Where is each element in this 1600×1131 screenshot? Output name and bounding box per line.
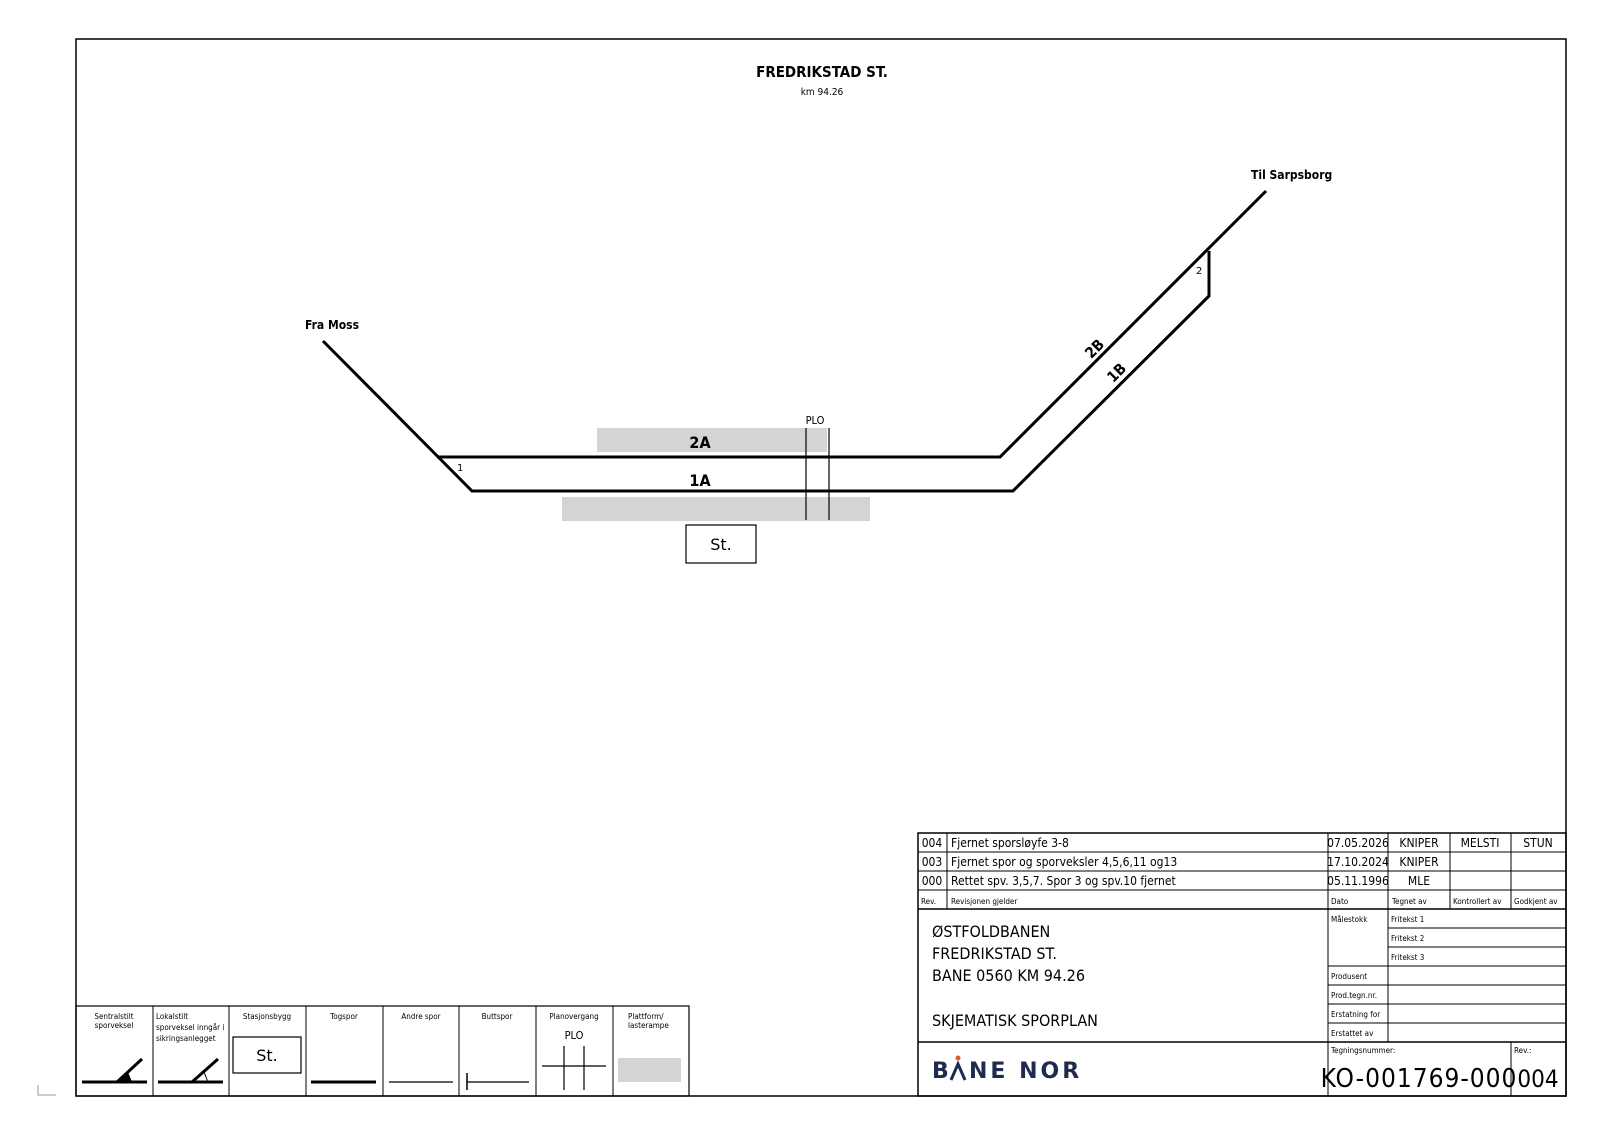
legend-label-local-switch-3: sikringsanlegget — [156, 1034, 216, 1043]
title-block: 004 Fjernet sporsløyfe 3-8 07.05.2026 KN… — [917, 832, 1567, 1097]
switch-number-2: 2 — [1196, 266, 1202, 277]
header-drawn: Tegnet av — [1391, 897, 1428, 906]
platform-track-1 — [562, 497, 870, 521]
legend-label-other-track: Andre spor — [401, 1012, 440, 1021]
field-scale: Målestokk — [1331, 914, 1368, 924]
header-rev: Rev. — [921, 897, 936, 906]
drawing-type: SKJEMATISK SPORPLAN — [932, 1011, 1098, 1030]
drawing-number: KO-001769-000 — [1321, 1064, 1518, 1094]
rev-desc: Rettet spv. 3,5,7. Spor 3 og spv.10 fjer… — [951, 874, 1176, 888]
rev-drawn: KNIPER — [1399, 836, 1439, 850]
legend-label-central-switch: Sentralstilt — [94, 1012, 133, 1021]
legend-crossing-text: PLO — [565, 1029, 584, 1042]
legend-label-train-track: Togspor — [329, 1012, 358, 1021]
field-rev-label: Rev.: — [1514, 1046, 1531, 1055]
legend-label-buffer-track: Buttspor — [482, 1012, 513, 1021]
legend-label-level-crossing: Planovergang — [549, 1012, 598, 1021]
rev-drawn: KNIPER — [1399, 855, 1439, 869]
track-label-2b: 2B — [1081, 335, 1108, 362]
track-2 — [437, 189, 1268, 459]
header-desc: Revisjonen gjelder — [951, 897, 1017, 906]
logo-dot — [955, 1055, 961, 1061]
field-free-text-2: Fritekst 2 — [1391, 934, 1424, 943]
rev-date: 05.11.1996 — [1327, 874, 1389, 888]
track-1 — [321, 251, 1211, 493]
logo-text: NE NOR — [969, 1059, 1082, 1084]
station-title: FREDRIKSTAD ST. — [756, 63, 888, 81]
legend-label-platform: Plattform/ — [628, 1012, 664, 1021]
header-date: Dato — [1331, 897, 1349, 906]
sheet-border — [75, 38, 1567, 1097]
field-prod-drawing-number: Prod.tegn.nr. — [1331, 991, 1377, 1000]
rev-date: 17.10.2024 — [1327, 855, 1389, 869]
switch-number-1: 1 — [457, 463, 463, 474]
rev-checked: MELSTI — [1461, 836, 1500, 850]
rev-desc: Fjernet spor og sporveksler 4,5,6,11 og1… — [951, 855, 1177, 869]
local-switch-mark — [203, 1071, 209, 1083]
crossing-label: PLO — [806, 414, 825, 427]
field-free-text-3: Fritekst 3 — [1391, 953, 1424, 962]
project-line-2: FREDRIKSTAD ST. — [932, 944, 1057, 963]
legend-label-platform-2: lasterampe — [628, 1021, 669, 1030]
rev-cell: 004 — [922, 836, 943, 850]
bane-nor-logo: B NE NOR — [932, 1055, 1082, 1084]
legend-station-text: St. — [256, 1046, 278, 1065]
from-label: Fra Moss — [305, 318, 359, 332]
station-km: km 94.26 — [801, 87, 844, 98]
project-line-1: ØSTFOLDBANEN — [932, 922, 1050, 941]
rev-cell: 003 — [922, 855, 943, 869]
drawing-revision: 004 — [1517, 1065, 1558, 1093]
local-switch-branch — [191, 1057, 219, 1084]
track-label-1b: 1B — [1103, 359, 1130, 386]
field-replacement-for: Erstatning for — [1331, 1010, 1380, 1019]
rev-desc: Fjernet sporsløyfe 3-8 — [951, 836, 1069, 850]
legend-label-station: Stasjonsbygg — [243, 1012, 291, 1021]
field-drawing-number-label: Tegningsnummer: — [1330, 1046, 1395, 1055]
logo-a-mark — [949, 1060, 967, 1081]
logo-letter-b: B — [932, 1059, 952, 1084]
rev-approved: STUN — [1523, 836, 1552, 850]
station-building — [685, 524, 757, 564]
header-approved: Godkjent av — [1514, 897, 1558, 906]
project-line-3: BANE 0560 KM 94.26 — [932, 966, 1085, 985]
legend: Sentralstilt sporveksel Lokalstilt sporv… — [75, 1005, 690, 1097]
field-free-text-1: Fritekst 1 — [1391, 915, 1424, 924]
rev-date: 07.05.2026 — [1327, 836, 1389, 850]
central-switch-branch — [115, 1057, 144, 1084]
track-layout — [321, 189, 1268, 493]
field-producer: Produsent — [1331, 972, 1367, 981]
track-label-1a: 1A — [689, 471, 711, 490]
legend-label-local-switch: Lokalstilt — [156, 1012, 188, 1021]
platform-track-2 — [597, 428, 827, 452]
station-building-label: St. — [710, 535, 732, 554]
field-replaced-by: Erstattet av — [1331, 1029, 1374, 1038]
track-label-2a: 2A — [689, 433, 711, 452]
legend-label-central-switch-2: sporveksel — [95, 1021, 134, 1030]
rev-cell: 000 — [922, 874, 943, 888]
legend-station-symbol — [232, 1036, 302, 1074]
corner-mark — [37, 1085, 56, 1096]
central-switch-fill — [117, 1072, 132, 1082]
to-label: Til Sarpsborg — [1251, 168, 1332, 182]
rev-drawn: MLE — [1408, 874, 1430, 888]
legend-label-local-switch-2: sporveksel inngår i — [156, 1022, 224, 1032]
header-checked: Kontrollert av — [1453, 897, 1502, 906]
platform-symbol — [618, 1058, 681, 1082]
